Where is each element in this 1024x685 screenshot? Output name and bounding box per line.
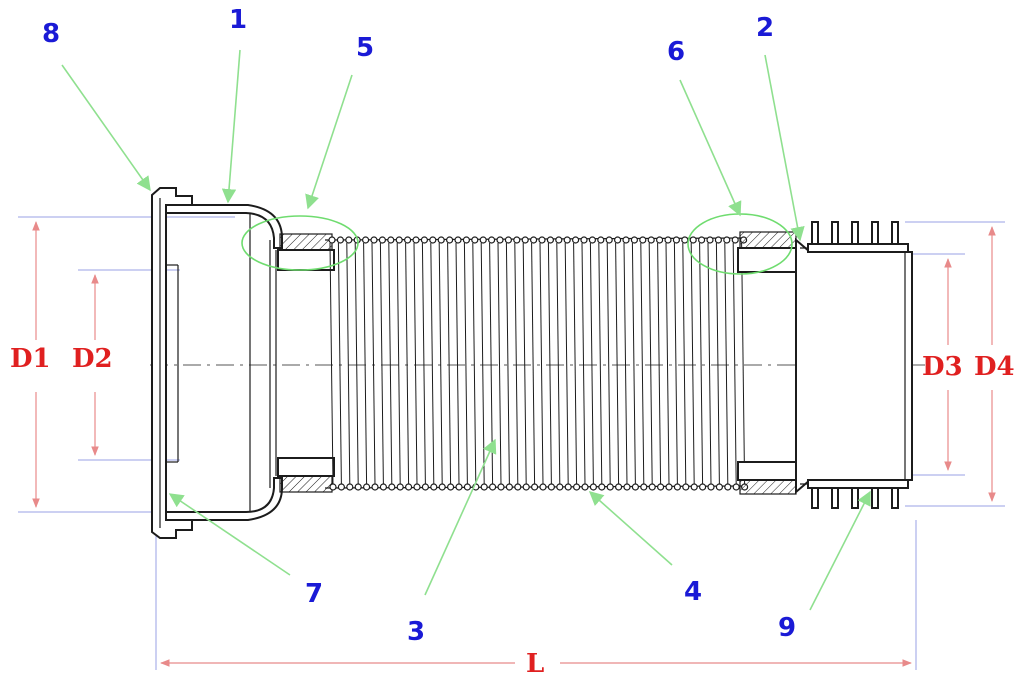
label-l: L (526, 649, 544, 679)
label-d1: D1 (10, 344, 51, 374)
label-part-9: 9 (778, 613, 796, 643)
label-part-6: 6 (667, 37, 685, 67)
label-part-3: 3 (407, 617, 425, 647)
dimension-labels: D1 D2 D3 D4 L (10, 344, 1015, 679)
label-d4: D4 (974, 352, 1015, 382)
label-part-4: 4 (684, 577, 702, 607)
left-socket-body (165, 204, 283, 521)
label-d2: D2 (72, 344, 113, 374)
collar-ring-left (241, 215, 359, 271)
label-part-2: 2 (756, 13, 774, 43)
label-part-5: 5 (356, 33, 374, 63)
part-number-labels: 8 1 5 6 2 7 3 4 9 (42, 5, 796, 647)
dimension-lines (32, 221, 996, 667)
label-part-8: 8 (42, 19, 60, 49)
label-part-7: 7 (305, 579, 323, 609)
leader-lines (61, 49, 871, 611)
right-spigot (795, 221, 913, 509)
corrugated-hose (324, 236, 749, 491)
extension-lines (18, 216, 1005, 670)
left-flange (151, 187, 193, 539)
label-part-1: 1 (229, 5, 247, 35)
right-collar (737, 231, 797, 495)
label-d3: D3 (922, 352, 963, 382)
left-collar (277, 233, 335, 493)
